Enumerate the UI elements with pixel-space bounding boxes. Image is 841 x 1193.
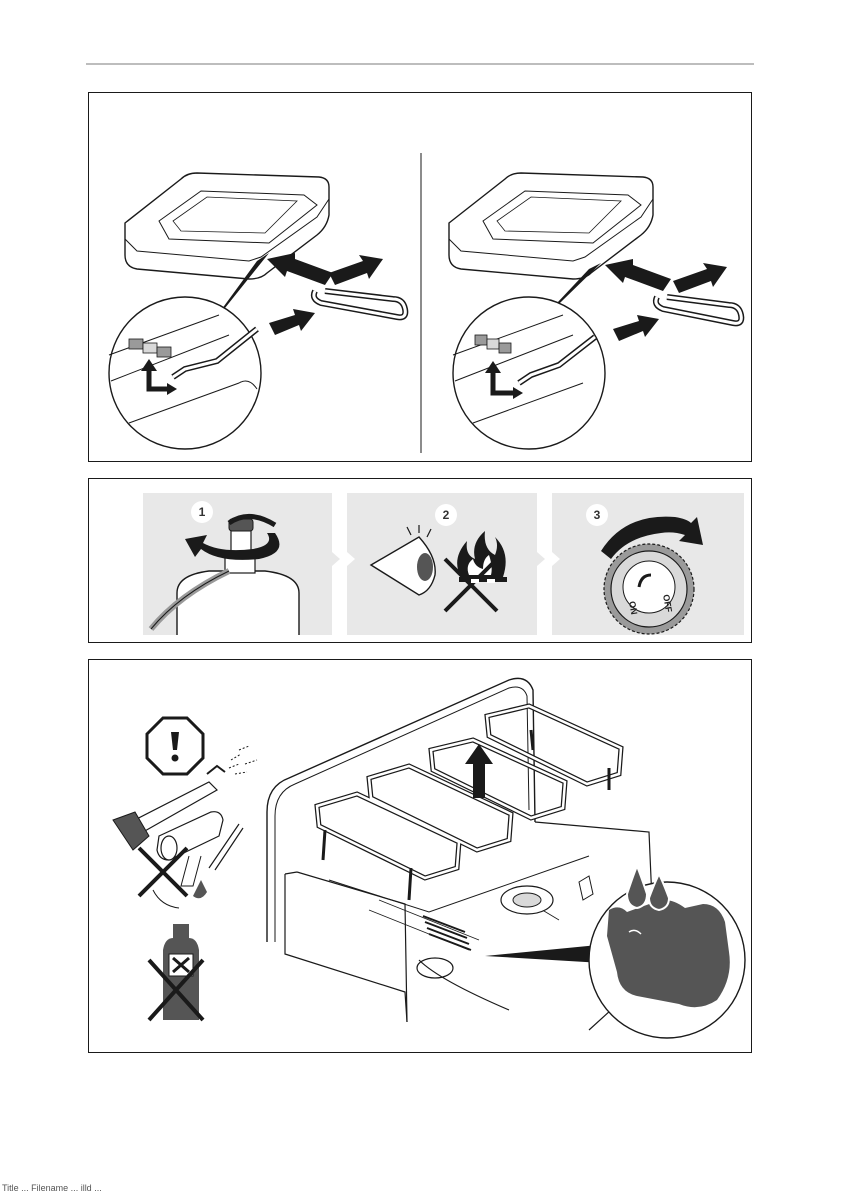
warning-icon	[147, 718, 203, 774]
arrow-icon	[267, 253, 333, 285]
hook-icon	[314, 291, 405, 317]
magnifier-circle	[109, 297, 261, 449]
arrow-icon	[673, 263, 727, 293]
step-number: 2	[443, 508, 450, 522]
magnifier-circle	[453, 297, 605, 449]
step-number: 3	[594, 508, 601, 522]
arrow-icon	[613, 315, 659, 341]
cleaning-illustration	[89, 660, 753, 1054]
step-number: 1	[199, 505, 206, 519]
step-1: 1	[143, 493, 340, 635]
drip-tray-illustration	[89, 93, 753, 463]
control-knob-icon: ON OFF	[604, 544, 694, 634]
no-solvent-icon	[149, 924, 203, 1020]
footer-text: Title ... Filename ... illd ...	[2, 1183, 102, 1193]
step-2: 2	[347, 493, 545, 635]
hook-icon	[656, 297, 741, 323]
arrow-icon	[329, 255, 383, 285]
steps-illustration: 1 2	[89, 479, 753, 644]
drip-tray-panel	[88, 92, 752, 462]
steps-panel: 1 2	[88, 478, 752, 643]
damp-cloth-icon	[589, 866, 745, 1038]
step-3: 3 ON OFF	[552, 493, 744, 635]
footer: Title ... Filename ... illd ...	[0, 1183, 841, 1193]
arrow-icon	[269, 309, 315, 335]
arrow-icon	[605, 259, 671, 291]
top-rule	[86, 63, 754, 65]
cleaning-panel	[88, 659, 752, 1053]
